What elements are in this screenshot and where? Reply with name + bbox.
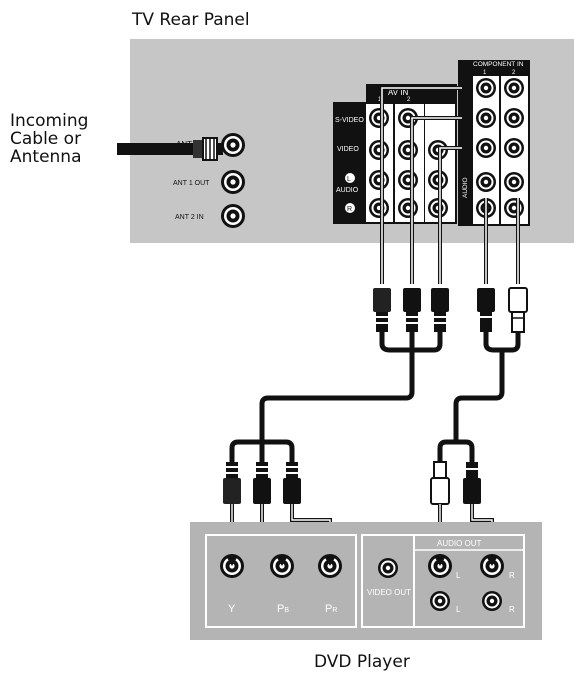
dvd-pb-sub: B (284, 607, 289, 614)
dvd-y-label: Y (228, 603, 236, 615)
dvd-pr-sub: R (332, 607, 337, 614)
video-label: VIDEO (337, 146, 359, 153)
av-in-label: AV IN (388, 88, 409, 97)
dvd-audio-out-label: AUDIO OUT (437, 539, 482, 548)
ant2-in-jack (221, 204, 245, 228)
dvd-r-label-2: R (509, 605, 515, 614)
plug-pr-dvd (283, 462, 301, 504)
plug-y-tv (373, 288, 391, 332)
dvd-pr-label: PR (325, 603, 337, 615)
dvd-panel (190, 522, 542, 640)
audio-label: AUDIO (336, 187, 359, 194)
ant1-out-label: ANT 1 OUT (173, 180, 210, 187)
comp-col2: 2 (512, 70, 516, 76)
incoming-cable (117, 137, 223, 161)
cables-tv (380, 86, 520, 284)
plug-l-dvd (430, 461, 450, 505)
plug-y-dvd (223, 462, 241, 504)
ant1-in-jack (221, 133, 245, 157)
dvd-r-label: R (509, 571, 515, 580)
dvd-l-label: L (456, 571, 461, 580)
dvd-pr-main: P (325, 603, 332, 615)
dvd-jack-audio-r2 (482, 591, 502, 611)
dvd-pb-label: PB (277, 603, 289, 615)
plug-pr-tv (431, 288, 449, 332)
dvd-l-label-2: L (456, 605, 461, 614)
dvd-jack-video-out (378, 558, 398, 578)
dvd-video-out-label: VIDEO OUT (367, 588, 411, 597)
dvd-pb-main: P (277, 603, 284, 615)
tv-rear-panel-title: TV Rear Panel (132, 10, 250, 30)
ant1-out-jack (221, 170, 245, 194)
incoming-line-1: Incoming (10, 111, 89, 131)
dvd-player-title: DVD Player (314, 652, 410, 672)
plug-r-tv (508, 287, 528, 333)
plug-pb-tv (403, 288, 421, 332)
audio-r-label: R (347, 206, 352, 213)
dvd-plug-arrows (226, 556, 498, 566)
ant2-in-label: ANT 2 IN (175, 214, 204, 221)
bundle-cables (259, 332, 521, 440)
svideo-label: S-VIDEO (335, 117, 364, 124)
comp-col1: 1 (483, 70, 487, 76)
bundle-dvd-split (229, 439, 475, 462)
comp-audio-label: AUDIO (462, 177, 469, 198)
plug-pb-dvd (253, 462, 271, 504)
plug-r-dvd (463, 462, 481, 504)
incoming-cable-label: Incoming Cable or Antenna (10, 112, 88, 166)
incoming-line-2: Cable or (10, 129, 82, 149)
component-in-label: COMPONENT IN (473, 61, 524, 68)
plug-l-tv (477, 288, 495, 332)
dvd-jack-audio-l2 (430, 591, 450, 611)
av-in-col2: 2 (407, 97, 411, 103)
incoming-line-3: Antenna (10, 147, 82, 167)
audio-l-label: L (347, 176, 351, 183)
